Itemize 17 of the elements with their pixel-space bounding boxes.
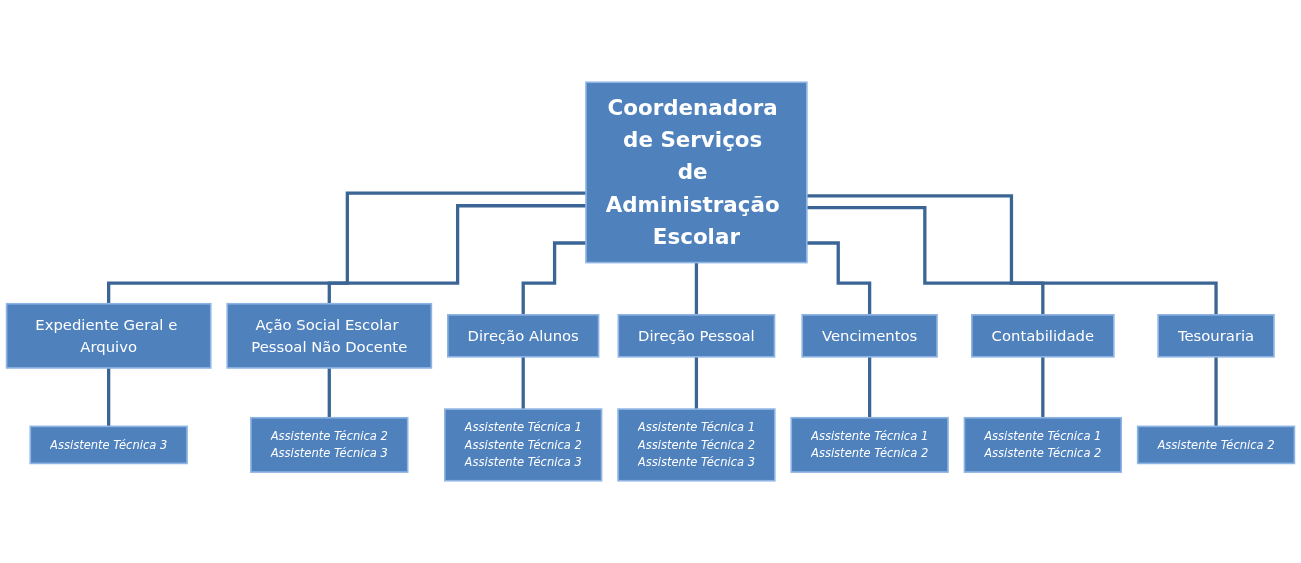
node-box: Assistente Técnica 2 Assistente Técnica 3 — [250, 416, 409, 473]
node-box: Ação Social Escolar Pessoal Não Docente — [226, 302, 433, 369]
node-box: Tesouraria — [1157, 314, 1275, 358]
connector — [521, 355, 525, 411]
node-box: Assistente Técnica 1 Assistente Técnica 2 Assistente Técnica 3 — [617, 408, 776, 482]
node-box: Assistente Técnica 1 Assistente Técnica 2 Assistente Técnica 3 — [444, 408, 603, 482]
node-box: Direção Pessoal — [617, 314, 776, 358]
node-box: Assistente Técnica 1 Assistente Técnica 2 — [790, 416, 949, 473]
node-box: Direção Alunos — [447, 314, 600, 358]
node-box: Assistente Técnica 3 — [29, 425, 188, 465]
node-box: Assistente Técnica 1 Assistente Técnica 2 — [963, 416, 1123, 473]
node-box: Expediente Geral e Arquivo — [5, 302, 212, 369]
node-box: Coordenadora de Serviços de Administração Escolar — [585, 81, 808, 264]
node-box: Vencimentos — [801, 314, 938, 358]
node-box: Contabilidade — [971, 314, 1115, 358]
connector — [694, 355, 699, 411]
node-box: Assistente Técnica 2 — [1136, 425, 1296, 465]
